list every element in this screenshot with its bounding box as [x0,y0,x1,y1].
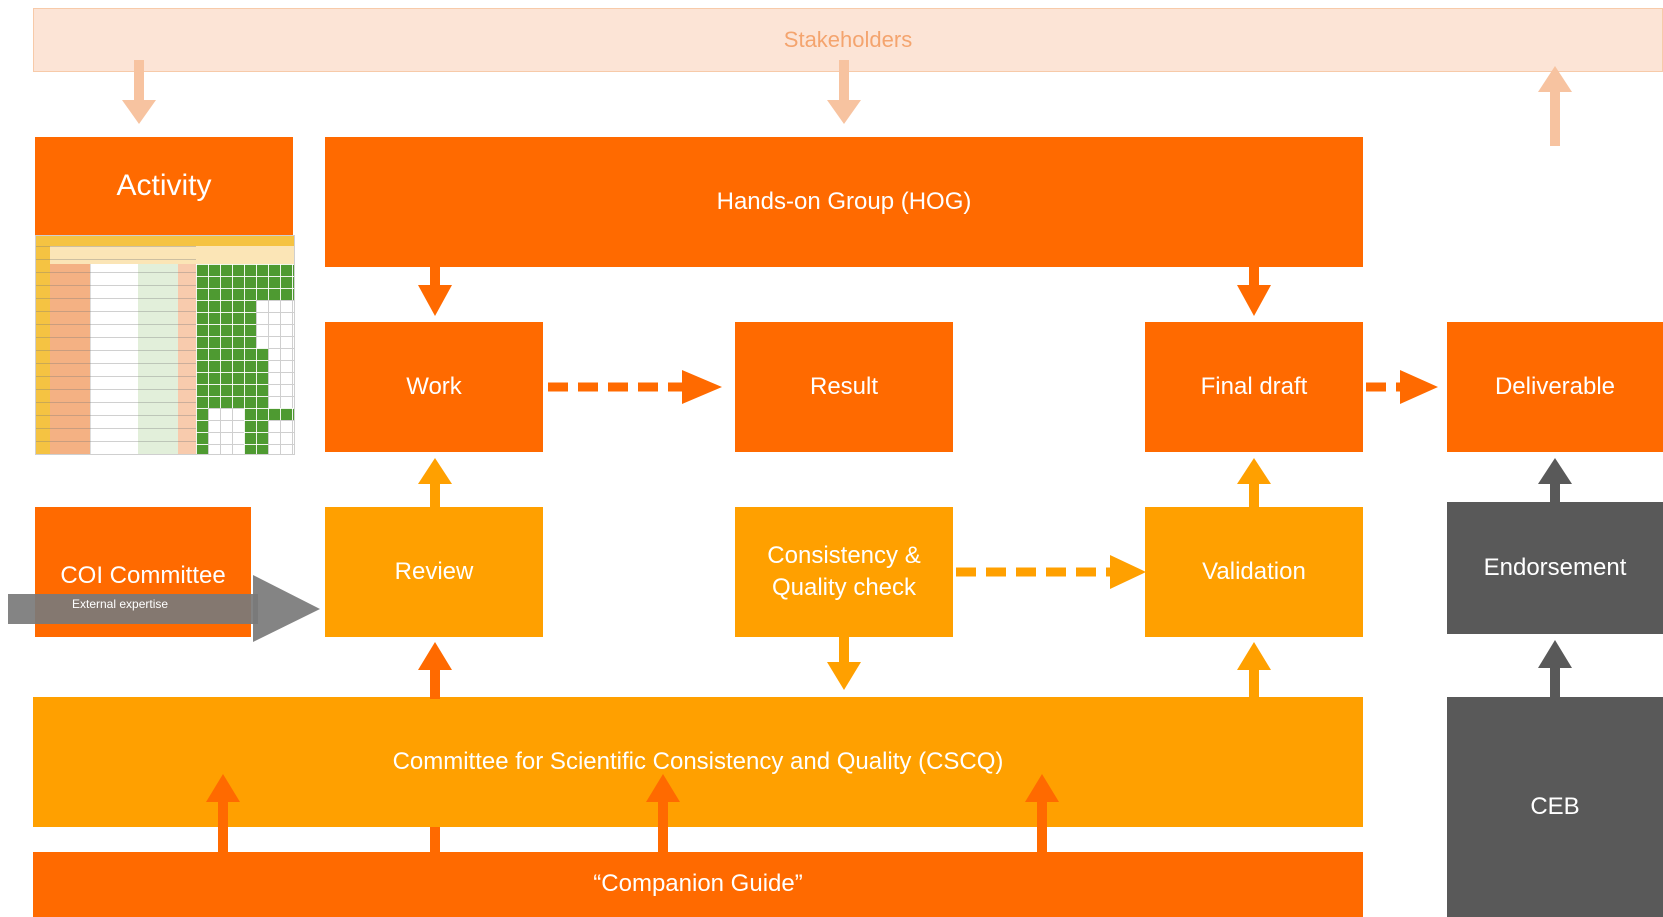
deliverable-label: Deliverable [1494,372,1616,400]
ceb-label: CEB [1530,792,1580,820]
stakeholders-band: Stakeholders [33,8,1663,72]
hog-box: Hands-on Group (HOG) [325,137,1363,267]
final-draft-label: Final draft [1200,372,1308,400]
review-label: Review [394,557,474,585]
validation-box: Validation [1145,507,1363,637]
work-box: Work [325,322,543,452]
activity-box: Activity [35,137,293,235]
endorsement-label: Endorsement [1483,553,1627,581]
cscq-label: Committee for Scientific Consistency and… [392,747,1004,775]
coi-committee-box: COI Committee [35,507,251,637]
companion-guide-label: “Companion Guide” [593,870,803,898]
deliverable-box: Deliverable [1447,322,1663,452]
external-expertise-label: External expertise [72,597,169,611]
ceb-to-endorsement-arrow [1538,640,1572,700]
work-label: Work [406,372,462,400]
endorsement-to-deliverable-arrow [1538,458,1572,504]
activity-label: Activity [116,168,212,202]
coi-committee-label: COI Committee [60,562,226,589]
ceb-box: CEB [1447,697,1663,917]
final-draft-to-deliverable-dashed-arrow [1366,370,1438,404]
hog-label: Hands-on Group (HOG) [716,187,972,215]
stakeholder-arrow-up-deliverable [1538,66,1572,146]
result-box: Result [735,322,953,452]
hog-to-final-draft-arrow [1237,265,1271,316]
validation-label: Validation [1202,557,1306,585]
hog-to-work-arrow [418,265,452,316]
result-label: Result [809,372,879,400]
activity-spreadsheet-image [35,235,295,455]
consistency-to-validation-dashed-arrow [956,555,1146,589]
guide-connector-2 [430,827,440,855]
stakeholders-label: Stakeholders [783,27,913,53]
consistency-check-label: Consistency & Quality check [767,541,921,601]
cscq-to-validation-arrow [1237,642,1271,699]
consistency-to-cscq-arrow [827,635,861,690]
cscq-box: Committee for Scientific Consistency and… [33,697,1363,827]
companion-guide-box: “Companion Guide” [33,852,1363,917]
review-to-work-arrow [418,458,452,510]
validation-to-final-draft-arrow [1237,458,1271,510]
final-draft-box: Final draft [1145,322,1363,452]
work-to-result-dashed-arrow [548,370,722,404]
cscq-to-review-arrow [418,642,452,699]
endorsement-box: Endorsement [1447,502,1663,634]
consistency-check-box: Consistency & Quality check [735,507,953,637]
review-box: Review [325,507,543,637]
